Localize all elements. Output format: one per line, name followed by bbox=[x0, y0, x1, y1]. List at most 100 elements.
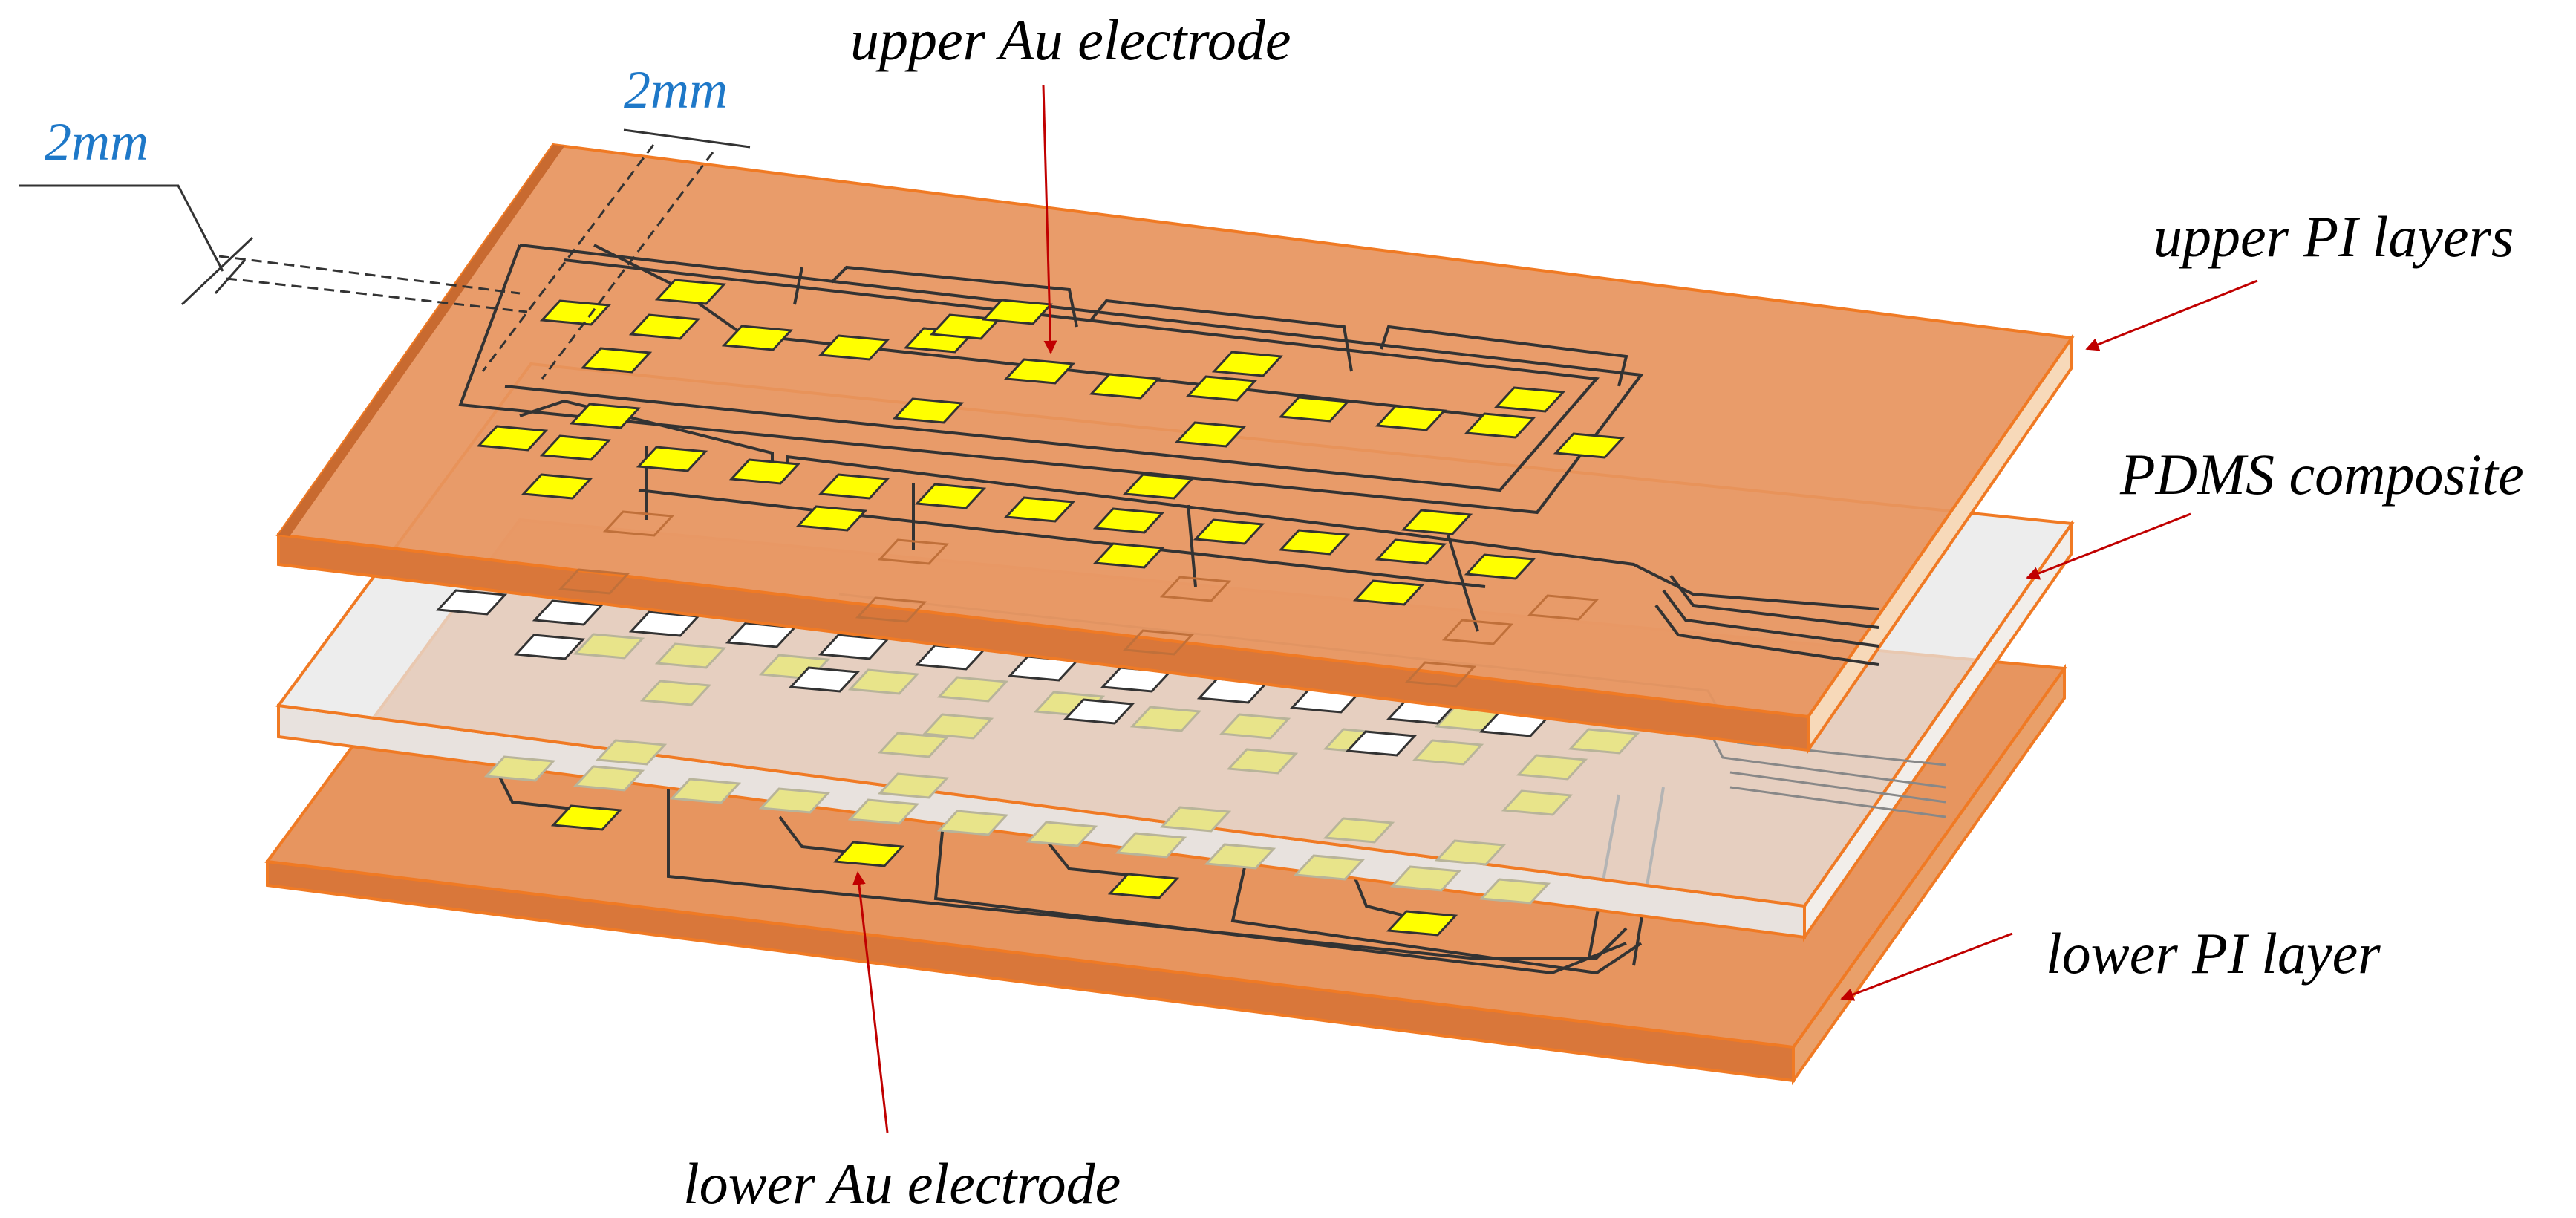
faded-electrode-pads bbox=[483, 633, 1640, 905]
lower-electrode-pad bbox=[1107, 873, 1180, 899]
label-dim-left: 2mm bbox=[45, 112, 149, 172]
upper-electrode-pad bbox=[539, 434, 612, 461]
faded-electrode-pad bbox=[595, 739, 668, 766]
upper-electrode-pad bbox=[636, 446, 708, 472]
lower-electrode-traces bbox=[496, 772, 1665, 975]
pdms-white-pad bbox=[628, 610, 701, 637]
upper-electrode-pad bbox=[721, 325, 794, 351]
pdms-white-pad bbox=[532, 599, 604, 626]
ghost-pad bbox=[1441, 619, 1514, 645]
arrow-lower-pi bbox=[1840, 932, 2013, 1001]
faded-electrode-pad bbox=[1389, 865, 1462, 892]
upper-electrode-pad bbox=[981, 299, 1054, 325]
ghost-pad bbox=[1159, 576, 1232, 602]
ghost-pad bbox=[558, 568, 630, 595]
upper-electrode-pad bbox=[569, 403, 642, 429]
upper-electrode-pad bbox=[1092, 542, 1165, 569]
upper-electrode-pad bbox=[1375, 405, 1447, 431]
upper-electrode-pad bbox=[1122, 473, 1195, 500]
faded-electrode-pad bbox=[1115, 832, 1187, 859]
arrow-upper-au bbox=[1042, 85, 1057, 354]
faded-electrode-pad bbox=[936, 676, 1009, 703]
ghost-pad bbox=[1122, 629, 1195, 656]
lower-electrode-pad bbox=[832, 841, 905, 867]
ghost-pad bbox=[877, 538, 950, 565]
faded-electrode-pad bbox=[1516, 754, 1588, 781]
upper-electrode-pad bbox=[1092, 507, 1165, 534]
label-lower-au-electrode: lower Au electrode bbox=[683, 1151, 1121, 1216]
faded-electrode-pad bbox=[758, 787, 831, 814]
upper-electrode-pad bbox=[1089, 373, 1161, 400]
label-lower-pi-layer: lower PI layer bbox=[2046, 921, 2381, 986]
faded-electrode-pad bbox=[1025, 821, 1098, 847]
pdms-white-pad bbox=[435, 589, 508, 616]
upper-electrode-pad bbox=[1375, 538, 1447, 565]
dim-top-leader bbox=[623, 128, 751, 149]
arrow-lower-au bbox=[852, 871, 889, 1133]
faded-electrode-pad bbox=[483, 755, 556, 782]
lower-electrode-pads bbox=[550, 804, 1458, 937]
faded-electrode-pad bbox=[1568, 728, 1640, 755]
faded-electrode-pad bbox=[654, 642, 727, 669]
dimension-lines bbox=[19, 128, 751, 380]
upper-electrode-pad bbox=[818, 473, 890, 500]
label-dim-top: 2mm bbox=[624, 60, 728, 120]
ghost-pad bbox=[602, 510, 675, 537]
lower-electrode-pad bbox=[550, 804, 623, 831]
upper-electrode-pad bbox=[892, 397, 965, 424]
faded-electrode-pad bbox=[1501, 789, 1574, 816]
faded-electrode-pad bbox=[1219, 713, 1291, 740]
ghost-pad bbox=[1527, 594, 1600, 621]
faded-electrode-pad bbox=[877, 732, 950, 758]
faded-electrode-pad bbox=[1323, 817, 1395, 844]
label-upper-au-electrode: upper Au electrode bbox=[850, 7, 1291, 72]
upper-electrode-pad bbox=[1174, 421, 1247, 448]
faded-electrode-pad bbox=[847, 668, 920, 695]
upper-electrode-pad bbox=[1278, 529, 1351, 556]
ghost-pad bbox=[1404, 661, 1477, 688]
dim-left-leader bbox=[19, 184, 224, 272]
upper-electrode-pad bbox=[1401, 509, 1473, 535]
upper-electrode-pad bbox=[1352, 579, 1425, 606]
faded-electrode-pad bbox=[847, 798, 920, 825]
upper-electrode-pad bbox=[521, 473, 593, 500]
faded-electrode-pad bbox=[573, 633, 645, 660]
upper-electrode-pad bbox=[818, 334, 890, 361]
faded-electrode-pad bbox=[1226, 748, 1299, 775]
faded-electrode-pad bbox=[877, 772, 950, 799]
upper-electrode-pad bbox=[580, 347, 653, 374]
upper-pi-layers bbox=[275, 143, 2075, 755]
pdms-white-pads bbox=[435, 589, 1551, 757]
arrow-pdms bbox=[2026, 512, 2191, 580]
arrow-upper-pi bbox=[2085, 279, 2258, 351]
faded-electrode-pad bbox=[669, 778, 742, 804]
lower-electrode-pad bbox=[1386, 910, 1458, 937]
upper-electrode-pad bbox=[1003, 358, 1076, 385]
pdms-white-pad bbox=[1345, 730, 1418, 757]
upper-electrode-pad bbox=[1211, 351, 1284, 377]
upper-electrode-pad bbox=[1193, 518, 1265, 545]
upper-electrode-pad bbox=[914, 483, 987, 509]
upper-electrode-pad bbox=[1278, 396, 1351, 423]
label-pdms-composite: PDMS composite bbox=[2119, 442, 2524, 507]
upper-electrode-pad bbox=[654, 279, 727, 305]
faded-electrode-pad bbox=[1159, 806, 1232, 833]
upper-electrode-pads bbox=[476, 279, 1626, 606]
faded-electrode-pad bbox=[573, 765, 645, 792]
upper-electrode-pad bbox=[1003, 496, 1076, 523]
upper-electrode-pad bbox=[1553, 432, 1626, 459]
pdms-white-pad bbox=[818, 634, 890, 660]
upper-electrode-pad bbox=[728, 458, 801, 485]
pdms-white-pad bbox=[1063, 698, 1135, 725]
upper-electrode-pad bbox=[1464, 412, 1536, 439]
faded-electrode-pad bbox=[1412, 739, 1484, 766]
pdms-white-pad bbox=[788, 666, 861, 693]
faded-electrode-pad bbox=[936, 810, 1009, 836]
faded-electrode-pad bbox=[639, 680, 712, 706]
faded-electrode-pad bbox=[1293, 854, 1366, 881]
pdms-white-pad bbox=[513, 634, 586, 660]
annotation-arrows bbox=[852, 85, 2258, 1133]
faded-electrode-pad bbox=[1204, 843, 1276, 870]
faded-electrode-pad bbox=[922, 713, 994, 740]
